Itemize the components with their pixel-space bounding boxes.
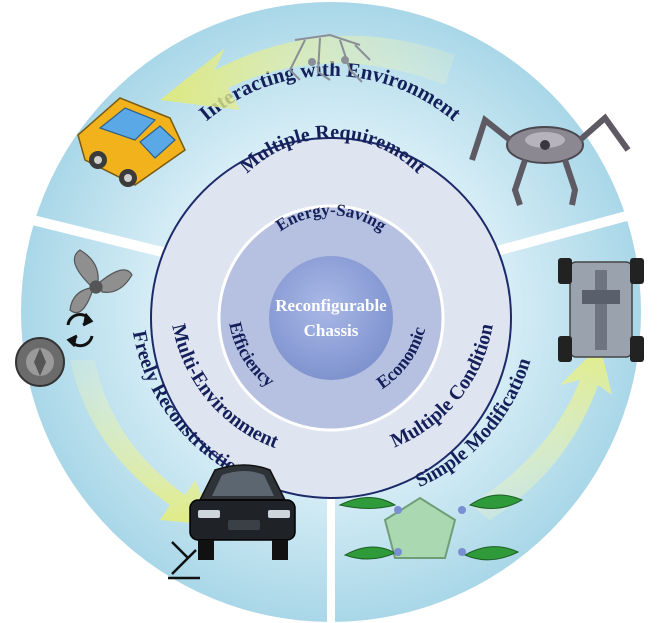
center-title-line1: Reconfigurable: [275, 296, 387, 315]
core-circle: [269, 256, 393, 380]
robot-sketch-icon: [289, 33, 371, 83]
propeller-icon: [69, 249, 133, 314]
wheel-icon: [15, 337, 65, 387]
yellow-car-icon: [77, 97, 186, 187]
arrow-right: [470, 345, 612, 520]
center-title-line2: Chassis: [304, 321, 359, 340]
chassis-frame-icon: [558, 258, 644, 362]
arrow-left: [70, 360, 215, 525]
modular-robot-icon: [338, 494, 524, 561]
black-car-icon: [189, 464, 296, 560]
swap-arrows-icon: [66, 313, 94, 348]
car-jack-icon: [168, 541, 200, 580]
spider-robot-icon: [469, 113, 631, 206]
arrow-top: [160, 35, 455, 110]
